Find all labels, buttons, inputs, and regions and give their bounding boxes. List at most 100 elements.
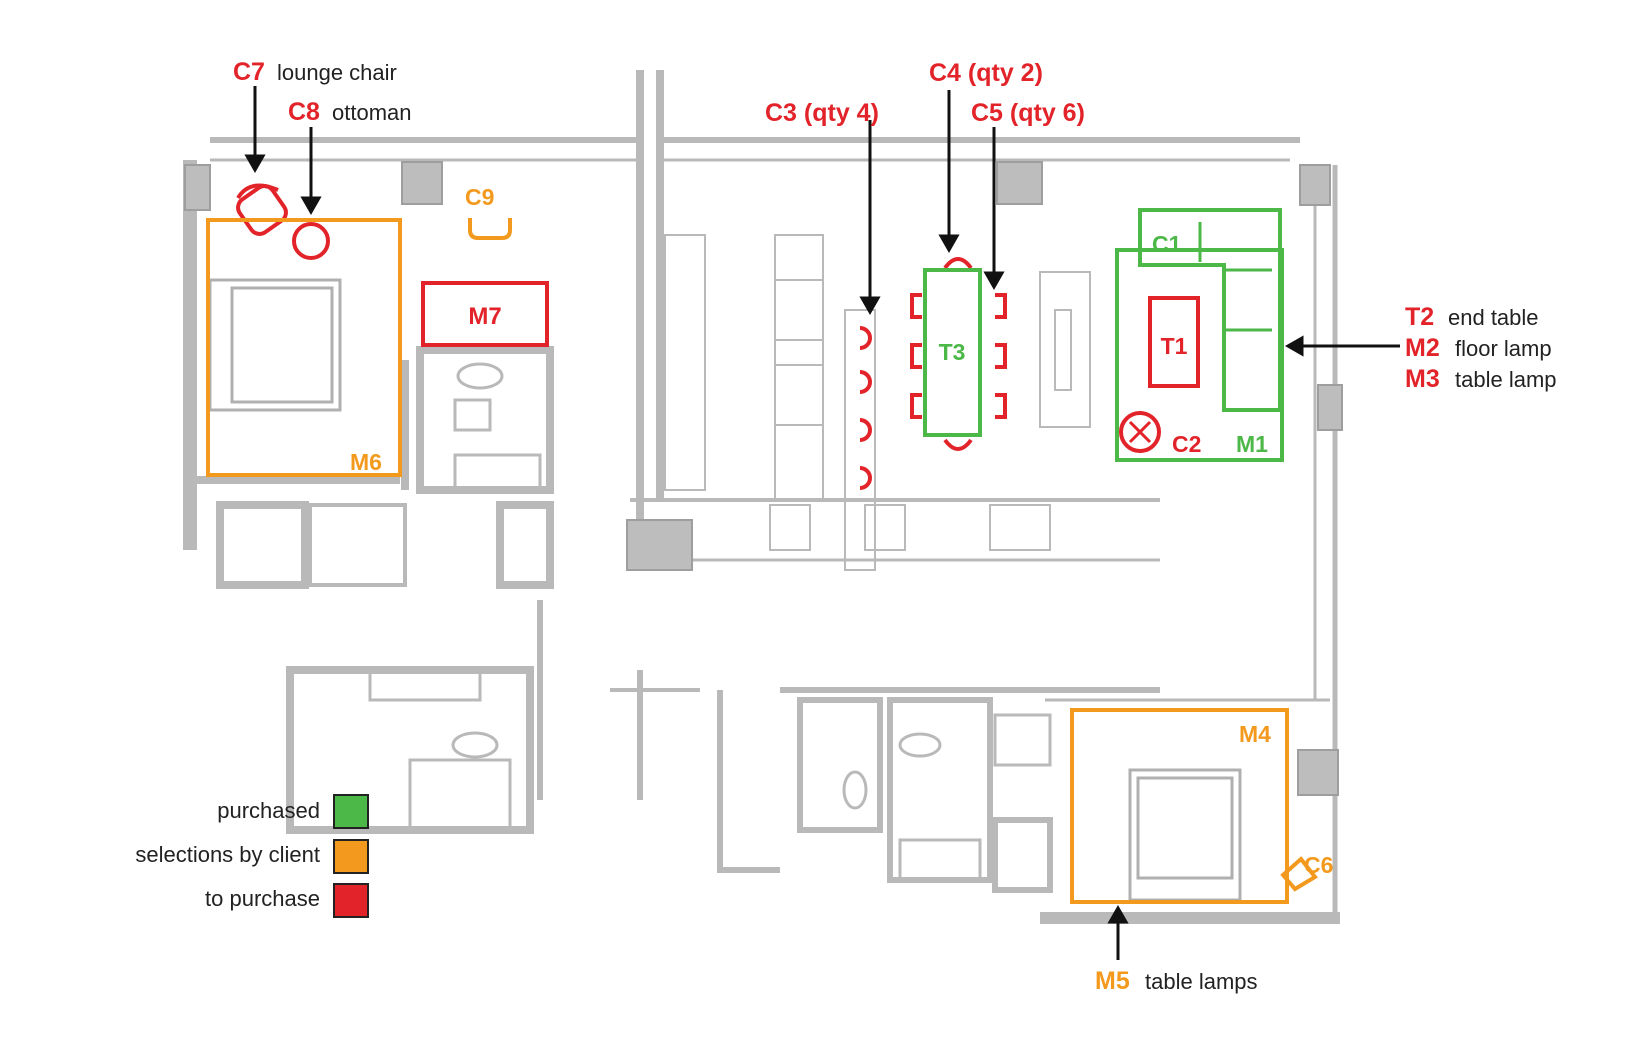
arrow-c4-head <box>938 234 960 254</box>
vanity-2 <box>368 668 482 702</box>
label-m6: M6 <box>350 449 382 475</box>
bath-4 <box>887 697 993 883</box>
to-purchase-items <box>236 183 1200 490</box>
arrow-t2-head <box>1284 335 1304 357</box>
closet-lower-2 <box>993 713 1052 767</box>
m6-rug <box>206 218 402 477</box>
column-7 <box>626 519 693 571</box>
c4-head-chairs <box>943 257 973 451</box>
t1-table <box>1148 296 1200 388</box>
label-m1: M1 <box>1236 431 1268 457</box>
label-c8-code: C8 <box>288 98 320 126</box>
closet-1 <box>769 504 811 551</box>
label-t3: T3 <box>939 339 966 365</box>
label-m7: M7 <box>468 303 501 330</box>
legend-selections-swatch <box>333 839 369 874</box>
closet-lower <box>992 817 1053 893</box>
label-c3: C3 (qty 4) <box>765 99 879 127</box>
label-m2-desc: floor lamp <box>1455 336 1552 361</box>
label-t1: T1 <box>1161 333 1188 359</box>
c5-side-chairs <box>910 293 1007 419</box>
arrow-c5-head <box>983 271 1005 291</box>
arrow-c3-head <box>859 296 881 316</box>
label-c9: C9 <box>465 184 494 210</box>
entry-wall <box>717 690 780 873</box>
legend: purchased selections by client to purcha… <box>135 794 369 918</box>
labels: C7 lounge chair C8 ottoman C9 M7 M6 C3 (… <box>233 58 1557 995</box>
c4-chair <box>943 257 973 270</box>
label-t2-code: T2 <box>1405 303 1434 331</box>
c4-chair <box>943 438 973 451</box>
bed-left <box>208 278 342 412</box>
label-c7-desc: lounge chair <box>277 60 397 85</box>
bath-1 <box>416 346 554 494</box>
bathtub <box>453 453 542 492</box>
column-5 <box>1317 384 1343 431</box>
c3-bar-stools <box>859 326 872 490</box>
label-m3-desc: table lamp <box>1455 367 1557 392</box>
arrow-m5-head <box>1107 904 1129 924</box>
columns <box>184 161 1343 796</box>
c3-stool <box>859 466 872 490</box>
bed-right-frame <box>1128 768 1242 902</box>
label-m5-desc: table lamps <box>1145 969 1258 994</box>
column-1 <box>184 164 211 211</box>
label-c4: C4 (qty 2) <box>929 59 1043 87</box>
label-m5-code: M5 <box>1095 967 1130 995</box>
toilet-4 <box>898 732 942 758</box>
c7-lounge-chair <box>236 183 288 236</box>
arrows <box>244 86 1400 960</box>
toilet-1 <box>456 362 504 390</box>
legend-selections-label: selections by client <box>135 842 320 867</box>
shower-4 <box>898 838 982 882</box>
label-c2: C2 <box>1172 431 1201 457</box>
toilet-3 <box>842 770 868 810</box>
label-c8-desc: ottoman <box>332 100 412 125</box>
c5-chair <box>910 293 922 319</box>
c5-chair <box>995 343 1007 369</box>
legend-to-purchase-swatch <box>333 883 369 918</box>
closet-3 <box>989 504 1051 551</box>
closet-left-1 <box>216 501 309 589</box>
column-2 <box>401 161 443 205</box>
kitchen-cabinets <box>664 234 706 491</box>
purchased-items <box>923 208 1284 462</box>
c3-stool <box>859 418 872 442</box>
c5-chair <box>995 293 1007 319</box>
c9-chair <box>468 218 512 240</box>
label-c7-code: C7 <box>233 58 265 86</box>
c8-ottoman <box>292 222 330 260</box>
legend-purchased-label: purchased <box>217 798 320 823</box>
t3-table <box>923 268 982 437</box>
arrow-c7-head <box>244 154 266 174</box>
toilet-2 <box>451 731 499 759</box>
kitchen-counter <box>774 234 824 501</box>
closet-left-2 <box>308 503 407 587</box>
arrow-c8-head <box>300 196 322 216</box>
kitchen-sink <box>774 279 824 341</box>
column-6 <box>1297 749 1339 796</box>
label-m3-code: M3 <box>1405 365 1440 393</box>
label-m4: M4 <box>1239 721 1271 747</box>
kitchen-island <box>844 309 876 571</box>
c6-chair <box>1280 856 1318 892</box>
column-3 <box>996 161 1043 205</box>
bath-3 <box>797 697 883 833</box>
c2-chair <box>1119 411 1161 453</box>
label-c1: C1 <box>1152 231 1182 257</box>
kitchen-range <box>774 364 824 426</box>
bed-right <box>1128 768 1242 902</box>
closet-2 <box>864 504 906 551</box>
label-m2-code: M2 <box>1405 334 1440 362</box>
label-c5: C5 (qty 6) <box>971 99 1085 127</box>
c5-chair <box>910 393 922 419</box>
c5-chair <box>910 343 922 369</box>
m7-item <box>421 281 549 347</box>
media-inner <box>1054 309 1072 391</box>
c3-stool <box>859 326 872 350</box>
c5-chair <box>995 393 1007 419</box>
c3-stool <box>859 370 872 394</box>
m4-rug <box>1070 708 1289 904</box>
